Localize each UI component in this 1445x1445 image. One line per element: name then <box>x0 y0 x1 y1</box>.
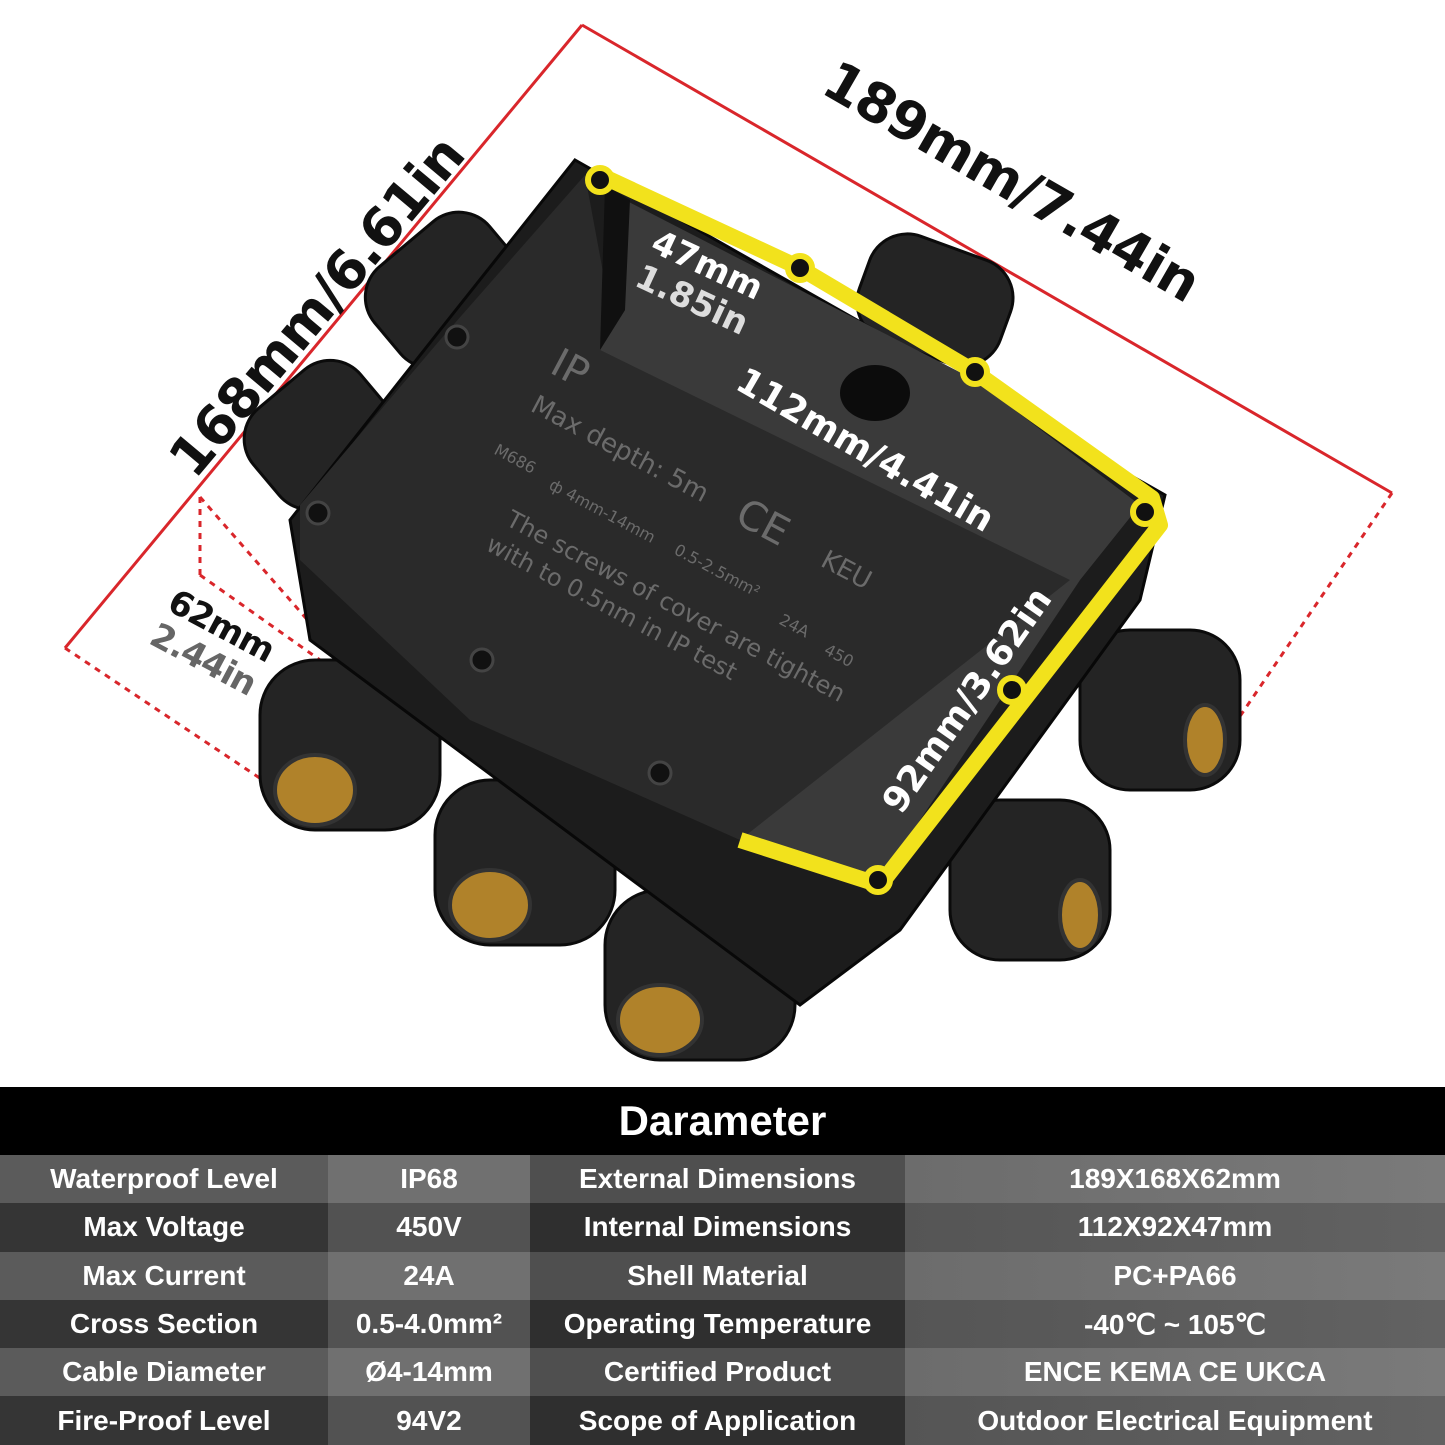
param-name: Cross Section <box>0 1299 328 1349</box>
param-name: Scope of Application <box>530 1396 905 1445</box>
screws <box>585 165 1160 895</box>
junction-box-drawing <box>63 23 1394 1062</box>
box-lid <box>300 175 1080 880</box>
param-name: Max Current <box>0 1251 328 1300</box>
param-name: External Dimensions <box>530 1155 905 1204</box>
param-name: Operating Temperature <box>530 1299 905 1349</box>
param-name: Certified Product <box>530 1348 905 1397</box>
param-value: Outdoor Electrical Equipment <box>905 1396 1445 1445</box>
param-value: 24A <box>328 1251 530 1300</box>
param-name: Waterproof Level <box>0 1155 328 1204</box>
param-name: Max Voltage <box>0 1203 328 1252</box>
param-name: Cable Diameter <box>0 1348 328 1397</box>
product-illustration: 189mm/7.44in 168mm/6.61in 112mm/4.41in 9… <box>63 23 1394 1062</box>
param-value: 94V2 <box>328 1396 530 1445</box>
entry-hole <box>840 365 910 421</box>
param-value: 112X92X47mm <box>905 1203 1445 1252</box>
cable-gland-openings <box>273 703 1227 1057</box>
param-value: -40℃ ~ 105℃ <box>905 1299 1445 1349</box>
param-value: PC+PA66 <box>905 1251 1445 1300</box>
inner-wall <box>600 185 630 350</box>
param-name: Internal Dimensions <box>530 1203 905 1252</box>
lid-screws <box>305 324 673 786</box>
param-name: Fire-Proof Level <box>0 1396 328 1445</box>
param-value: 450V <box>328 1203 530 1252</box>
param-value: 0.5-4.0mm² <box>328 1299 530 1349</box>
param-name: Shell Material <box>530 1251 905 1300</box>
param-value: ENCE KEMA CE UKCA <box>905 1348 1445 1397</box>
param-value: IP68 <box>328 1155 530 1204</box>
table-title: Darameter <box>0 1087 1445 1155</box>
inner-panel <box>600 200 1140 880</box>
param-value: 189X168X62mm <box>905 1155 1445 1204</box>
param-value: Ø4-14mm <box>328 1348 530 1397</box>
